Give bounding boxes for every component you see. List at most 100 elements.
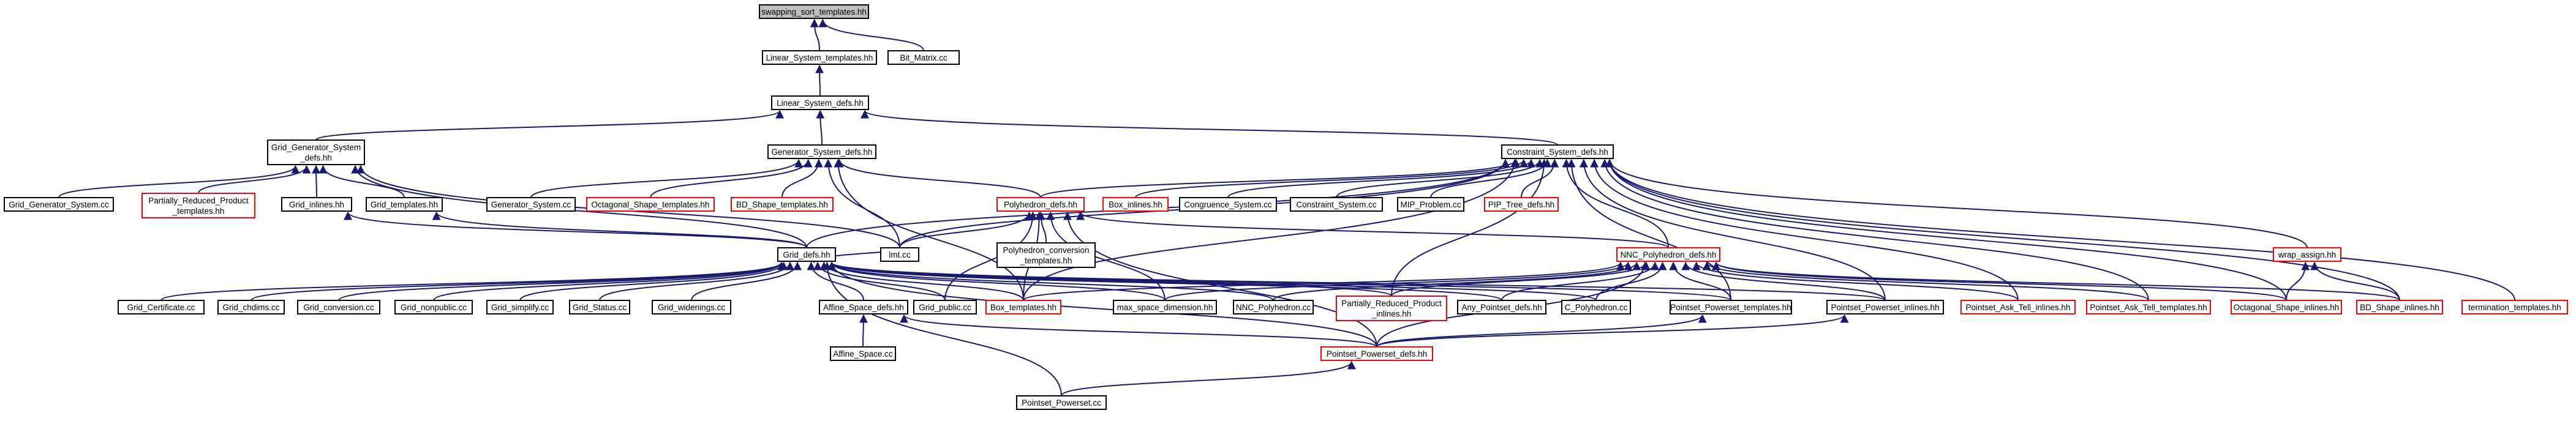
node-box (281, 197, 352, 212)
node-box (1233, 300, 1314, 314)
node-lmc[interactable]: lmt.cc (880, 247, 919, 262)
node-bdst[interactable]: BD_Shape_templates.hh (731, 197, 834, 212)
node-box (1336, 296, 1447, 321)
edge-ppd-to-ppt (1376, 314, 1707, 348)
edge-gd-to-gin (344, 211, 807, 248)
node-ppd[interactable]: Pointset_Powerset_defs.hh (1320, 346, 1433, 361)
node-box (2086, 300, 2211, 314)
node-osi[interactable]: Octagonal_Shape_inlines.hh (2231, 300, 2342, 314)
node-label: Pointset_Powerset_defs.hh (1327, 349, 1427, 359)
nodes-layer: swapping_sort_templates.hhLinear_System_… (4, 4, 2568, 410)
edges-layer (58, 18, 2515, 396)
node-box (887, 50, 960, 65)
edge-ggsd-to-lsd (315, 110, 784, 141)
node-gchd[interactable]: Grid_chdims.cc (217, 300, 285, 314)
edge-apd-to-nncd (1501, 261, 1660, 301)
node-congcc[interactable]: Congruence_System.cc (1179, 197, 1277, 212)
node-label: Polyhedron_defs.hh (1004, 200, 1077, 209)
node-gd[interactable]: Grid_defs.hh (777, 247, 836, 262)
node-asc[interactable]: Affine_Space.cc (830, 346, 896, 361)
edge-ppi-to-csd (1579, 158, 1886, 301)
node-label: Affine_Space_defs.hh (823, 303, 904, 312)
edge-gpub-to-gd (813, 261, 946, 301)
node-label: Pointset_Powerset.cc (1022, 398, 1101, 407)
edge-ppi-to-gd (827, 261, 1886, 301)
node-label: Grid_chdims.cc (222, 303, 279, 312)
node-mip[interactable]: MIP_Problem.cc (1397, 197, 1464, 212)
node-ost[interactable]: Octagonal_Shape_templates.hh (586, 197, 715, 212)
node-csd[interactable]: Constraint_System_defs.hh (1501, 144, 1614, 159)
node-gtm[interactable]: Grid_templates.hh (366, 197, 443, 212)
node-label: Grid_widenings.cc (658, 303, 726, 312)
node-gsimp[interactable]: Grid_simplify.cc (486, 300, 554, 314)
node-cscc[interactable]: Constraint_System.cc (1290, 197, 1383, 212)
edge-bdsi-to-nncd (1712, 261, 2400, 301)
node-pip[interactable]: PIP_Tree_defs.hh (1484, 197, 1559, 212)
node-ppi[interactable]: Pointset_Powerset_inlines.hh (1826, 300, 1944, 314)
node-pct[interactable]: Polyhedron_conversion_templates.hh (996, 242, 1096, 268)
node-ppt[interactable]: Pointset_Powerset_templates.hh (1670, 300, 1792, 314)
node-nncp[interactable]: NNC_Polyhedron.cc (1233, 300, 1314, 314)
node-nncd[interactable]: NNC_Polyhedron_defs.hh (1616, 247, 1720, 262)
node-bdsi[interactable]: BD_Shape_inlines.hh (2356, 300, 2443, 314)
node-ggscc[interactable]: Grid_Generator_System.cc (4, 197, 114, 212)
node-box (1397, 197, 1464, 212)
node-label: Grid_templates.hh (371, 200, 438, 209)
node-label: NNC_Polyhedron.cc (1236, 303, 1311, 312)
node-box (366, 197, 443, 212)
node-gpub[interactable]: Grid_public.cc (913, 300, 977, 314)
node-asd[interactable]: Affine_Space_defs.hh (819, 300, 908, 314)
node-gscc[interactable]: Generator_System.cc (486, 197, 576, 212)
node-box (1290, 197, 1383, 212)
node-cpc[interactable]: C_Polyhedron.cc (1561, 300, 1631, 314)
node-gsd[interactable]: Generator_System_defs.hh (767, 144, 876, 159)
edge-patt-to-nncd (1702, 261, 2149, 301)
node-gcert[interactable]: Grid_Certificate.cc (118, 300, 205, 314)
node-gstat[interactable]: Grid_Status.cc (569, 300, 630, 314)
node-label: _templates.hh (172, 207, 225, 216)
node-wa[interactable]: wrap_assign.hh (2273, 247, 2341, 262)
edge-btm-to-nncd (1023, 261, 1625, 301)
node-box (1670, 300, 1792, 314)
node-msd[interactable]: max_space_dimension.hh (1113, 300, 1217, 314)
edge-msd-to-pd (1046, 211, 1166, 301)
node-patt[interactable]: Pointset_Ask_Tell_templates.hh (2086, 300, 2211, 314)
node-gconv[interactable]: Grid_conversion.cc (297, 300, 380, 314)
node-btm[interactable]: Box_templates.hh (985, 300, 1061, 314)
node-box (762, 50, 877, 65)
node-box (1561, 300, 1631, 314)
node-apd[interactable]: Any_Pointset_defs.hh (1457, 300, 1546, 314)
node-box (880, 247, 919, 262)
edge-cscc-to-csd (1336, 158, 1545, 198)
node-bin[interactable]: Box_inlines.hh (1102, 197, 1169, 212)
node-gnonp[interactable]: Grid_nonpublic.cc (394, 300, 473, 314)
node-label: C_Polyhedron.cc (1565, 303, 1628, 312)
node-box (1457, 300, 1546, 314)
node-label: _inlines.hh (1371, 310, 1412, 319)
node-pd[interactable]: Polyhedron_defs.hh (996, 197, 1085, 212)
edge-bitm-to-root (818, 18, 924, 51)
node-box (1016, 395, 1107, 410)
node-ggsd[interactable]: Grid_Generator_System_defs.hh (267, 139, 365, 165)
node-label: Grid_Generator_System (271, 143, 361, 152)
edge-bdsi-to-csd (1605, 158, 2400, 301)
node-gwid[interactable]: Grid_widenings.cc (652, 300, 731, 314)
node-prpi[interactable]: Partially_Reduced_Product_inlines.hh (1336, 296, 1447, 321)
node-gin[interactable]: Grid_inlines.hh (281, 197, 352, 212)
node-label: lmt.cc (889, 250, 910, 259)
node-pati[interactable]: Pointset_Ask_Tell_inlines.hh (1960, 300, 2076, 314)
edge-btm-to-gsd (834, 158, 1024, 301)
edge-lsd-to-lst (815, 64, 824, 97)
node-label: Grid_public.cc (919, 303, 971, 312)
node-ppcc[interactable]: Pointset_Powerset.cc (1016, 395, 1107, 410)
node-bitm[interactable]: Bit_Matrix.cc (887, 50, 960, 65)
node-label: Partially_Reduced_Product (148, 196, 249, 206)
node-lsd[interactable]: Linear_System_defs.hh (771, 95, 869, 110)
node-label: PIP_Tree_defs.hh (1488, 200, 1554, 209)
node-label: Grid_conversion.cc (303, 303, 374, 312)
node-prpt[interactable]: Partially_Reduced_Product_templates.hh (141, 193, 255, 218)
edge-ppd-to-gd (827, 261, 1377, 348)
node-lst[interactable]: Linear_System_templates.hh (762, 50, 877, 65)
node-termt[interactable]: termination_templates.hh (2461, 300, 2568, 314)
